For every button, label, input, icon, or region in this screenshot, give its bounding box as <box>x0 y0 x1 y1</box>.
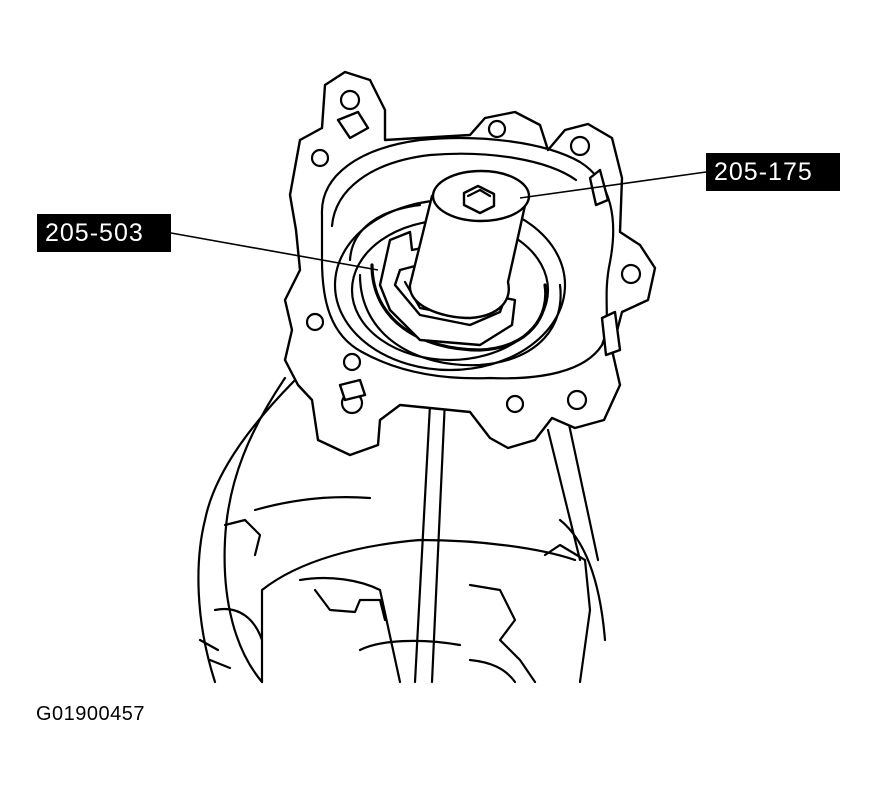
leader-tool-a <box>519 171 707 199</box>
callout-label-tool-b: 205-503 <box>37 214 171 252</box>
leader-tool-b <box>170 232 379 271</box>
callout-label-tool-a: 205-175 <box>706 153 840 191</box>
figure-id: G01900457 <box>36 703 146 725</box>
lower-housing <box>197 373 607 684</box>
